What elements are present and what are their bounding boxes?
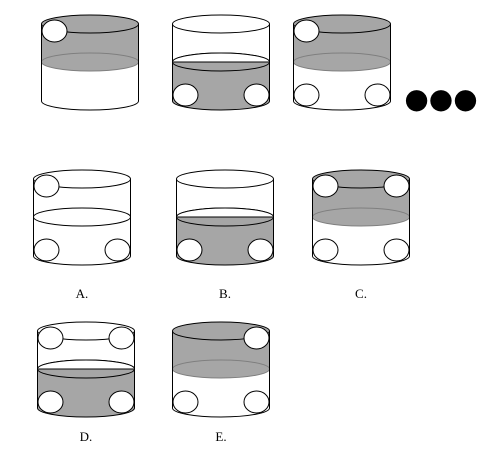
middle-rim <box>41 52 139 72</box>
option-label-a: A. <box>76 286 89 301</box>
middle-rim <box>293 52 391 72</box>
circle-bottom-left <box>33 238 60 262</box>
option-label-e: E. <box>215 429 226 444</box>
middle-rim-back <box>171 52 271 63</box>
circle-bottom-left <box>293 83 320 107</box>
option-figure-e[interactable] <box>172 321 270 418</box>
option-label-b: B. <box>219 286 231 301</box>
circle-bottom-right <box>383 238 410 262</box>
bottom-rim <box>172 100 270 111</box>
option-label-d: D. <box>80 429 93 444</box>
bottom-rim <box>172 407 270 418</box>
option-figure-c[interactable] <box>312 169 410 266</box>
circle-bottom-right <box>247 238 274 262</box>
bottom-rim <box>41 100 139 111</box>
circle-bottom-left <box>312 238 339 262</box>
sequence-figure-1 <box>41 14 139 111</box>
circle-bottom-left <box>172 83 199 107</box>
circle-bottom-right <box>108 390 135 414</box>
top-rim <box>176 169 274 189</box>
option-figure-d[interactable] <box>36 321 136 418</box>
bottom-rim <box>176 255 274 266</box>
circle-bottom-right <box>243 83 270 107</box>
circle-top-right <box>383 174 410 198</box>
continuation-dots: ●●● <box>404 82 477 115</box>
bottom-rim <box>312 255 410 266</box>
option-figure-a[interactable] <box>33 169 131 266</box>
circle-top-right <box>243 326 270 350</box>
circle-top-right <box>108 326 135 350</box>
sequence-figure-2 <box>171 14 271 111</box>
bottom-rim <box>293 100 391 111</box>
circle-bottom-left <box>37 390 64 414</box>
middle-rim <box>172 359 270 379</box>
bottom-section <box>41 62 139 110</box>
circle-top-left <box>312 174 339 198</box>
circle-top-left <box>37 326 64 350</box>
sequence-row <box>41 14 391 111</box>
bottom-rim <box>33 255 131 266</box>
circle-top-left <box>293 19 320 43</box>
bottom-rim <box>37 407 135 418</box>
middle-rim <box>312 207 410 227</box>
middle-rim-back <box>175 207 275 218</box>
option-figure-b[interactable] <box>175 169 275 266</box>
circle-bottom-left <box>176 238 203 262</box>
options-grid: A. B. C. D. E. <box>33 169 410 444</box>
sequence-figure-3 <box>293 14 391 111</box>
circle-bottom-right <box>104 238 131 262</box>
option-label-c: C. <box>355 286 367 301</box>
circle-bottom-right <box>364 83 391 107</box>
top-rim <box>172 14 270 34</box>
middle-rim-back <box>36 359 136 370</box>
circle-top-left <box>33 174 60 198</box>
middle-rim <box>33 207 131 227</box>
circle-bottom-left <box>172 390 199 414</box>
circle-top-left <box>41 19 68 43</box>
circle-bottom-right <box>243 390 270 414</box>
